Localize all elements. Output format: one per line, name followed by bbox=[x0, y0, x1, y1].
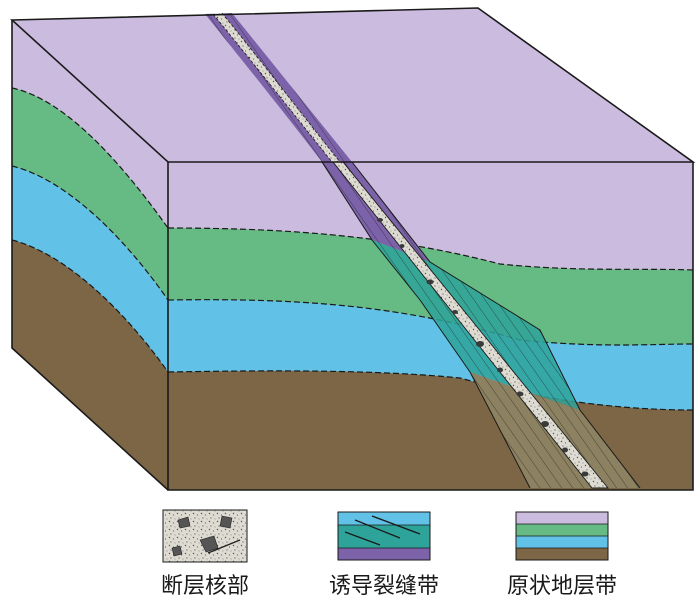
legend-swatch-fault-core bbox=[162, 509, 248, 563]
legend-label-fault-core: 断层核部 bbox=[161, 574, 249, 599]
legend-swatch-original-strata-zone bbox=[515, 511, 609, 561]
block-outline bbox=[9, 7, 696, 491]
block-3d bbox=[9, 7, 696, 491]
front-face bbox=[168, 162, 693, 490]
legend-label-original-strata-zone: 原状地层带 bbox=[507, 574, 617, 599]
top-face bbox=[12, 8, 693, 162]
legend-label-induced-fracture-zone: 诱导裂缝带 bbox=[329, 574, 439, 599]
legend: 断层核部 诱导裂缝带 原状地层带 bbox=[161, 509, 617, 599]
legend-swatch-induced-fracture-zone bbox=[337, 511, 431, 561]
fault-zone-top bbox=[205, 12, 352, 163]
fault-zone-front bbox=[321, 162, 641, 489]
